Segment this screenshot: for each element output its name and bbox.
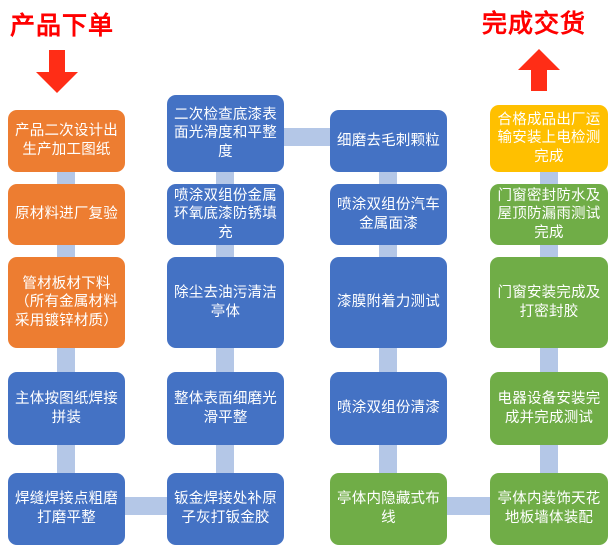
process-node-degrease-clean[interactable]: 除尘去油污清洁亭体 bbox=[167, 257, 284, 348]
connector-c1-r1-r2 bbox=[57, 172, 75, 184]
process-node-primer-surface-recheck[interactable]: 二次检查底漆表面光滑度和平整度 bbox=[167, 95, 284, 172]
node-label: 产品二次设计出生产加工图纸 bbox=[15, 123, 118, 158]
connector-c4-r4-r5 bbox=[540, 445, 558, 473]
node-label: 钣金焊接处补原子灰打钣金胶 bbox=[174, 491, 277, 526]
node-label: 亭体内隐藏式布线 bbox=[337, 491, 440, 526]
process-node-automotive-topcoat-spray[interactable]: 喷涂双组份汽车金属面漆 bbox=[330, 184, 447, 245]
process-node-weld-seam-grinding[interactable]: 焊缝焊接点粗磨打磨平整 bbox=[8, 473, 125, 545]
end-heading: 完成交货 bbox=[482, 10, 587, 38]
node-label: 细磨去毛刺颗粒 bbox=[337, 132, 440, 149]
connector-c3-r1-r2 bbox=[379, 172, 397, 184]
process-node-fine-surface-grinding[interactable]: 整体表面细磨光滑平整 bbox=[167, 372, 284, 445]
connector-c1-r2-r3 bbox=[57, 245, 75, 257]
connector-c3-r3-r4 bbox=[379, 348, 397, 372]
process-node-electrical-install-test[interactable]: 电器设备安装完成并完成测试 bbox=[490, 372, 608, 445]
node-label: 焊缝焊接点粗磨打磨平整 bbox=[15, 491, 118, 526]
connector-c3-r4-r5 bbox=[379, 445, 397, 473]
node-label: 喷涂双组份金属环氧底漆防锈填充 bbox=[174, 187, 277, 241]
process-node-clear-coat-spray[interactable]: 喷涂双组份清漆 bbox=[330, 372, 447, 445]
node-label: 门窗安装完成及打密封胶 bbox=[497, 284, 601, 320]
process-node-concealed-wiring[interactable]: 亭体内隐藏式布线 bbox=[330, 473, 447, 545]
process-node-deburr-fine-grinding[interactable]: 细磨去毛刺颗粒 bbox=[330, 110, 447, 172]
node-label: 整体表面细磨光滑平整 bbox=[174, 390, 277, 426]
connector-c2-r3-r4 bbox=[216, 348, 234, 372]
connector-c4-r1-r2 bbox=[540, 172, 558, 184]
node-label: 喷涂双组份汽车金属面漆 bbox=[337, 196, 440, 232]
node-label: 电器设备安装完成并完成测试 bbox=[497, 390, 601, 426]
start-heading: 产品下单 bbox=[10, 12, 115, 40]
process-node-interior-decoration[interactable]: 亭体内装饰天花地板墙体装配 bbox=[490, 473, 608, 545]
process-node-paint-adhesion-test[interactable]: 漆膜附着力测试 bbox=[330, 257, 447, 348]
connector-c1-c2 bbox=[123, 497, 169, 515]
connector-c1-r4-r5 bbox=[57, 445, 75, 473]
node-label: 管材板材下料（所有金属材料采用镀锌材质） bbox=[15, 275, 118, 329]
connector-c1-r3-r4 bbox=[57, 348, 75, 372]
node-label: 原材料进厂复验 bbox=[15, 206, 118, 223]
process-node-window-install-sealant[interactable]: 门窗安装完成及打密封胶 bbox=[490, 257, 608, 348]
process-node-raw-material-inspection[interactable]: 原材料进厂复验 bbox=[8, 184, 125, 245]
connector-c2-r2-r3 bbox=[216, 245, 234, 257]
connector-c3-r2-r3 bbox=[379, 245, 397, 257]
connector-c2-c3 bbox=[283, 128, 331, 146]
arrow-down-icon bbox=[34, 50, 80, 94]
node-label: 合格成品出厂运输安装上电检测完成 bbox=[497, 111, 601, 165]
process-node-waterproof-test[interactable]: 门窗密封防水及屋顶防漏雨测试完成 bbox=[490, 184, 608, 245]
connector-c2-r1-r2 bbox=[216, 172, 234, 184]
node-label: 漆膜附着力测试 bbox=[337, 294, 440, 311]
connector-c3-c4 bbox=[446, 497, 492, 515]
process-node-delivery-power-test[interactable]: 合格成品出厂运输安装上电检测完成 bbox=[490, 105, 608, 172]
connector-c4-r2-r3 bbox=[540, 245, 558, 257]
process-node-sheet-metal-putty[interactable]: 钣金焊接处补原子灰打钣金胶 bbox=[167, 473, 284, 545]
node-label: 亭体内装饰天花地板墙体装配 bbox=[497, 491, 601, 526]
node-label: 除尘去油污清洁亭体 bbox=[174, 284, 277, 320]
process-node-material-cutting[interactable]: 管材板材下料（所有金属材料采用镀锌材质） bbox=[8, 257, 125, 348]
node-label: 门窗密封防水及屋顶防漏雨测试完成 bbox=[497, 187, 601, 241]
node-label: 喷涂双组份清漆 bbox=[337, 400, 440, 417]
process-node-main-body-welding[interactable]: 主体按图纸焊接拼装 bbox=[8, 372, 125, 445]
connector-c4-r3-r4 bbox=[540, 348, 558, 372]
node-label: 主体按图纸焊接拼装 bbox=[15, 390, 118, 426]
process-node-product-second-design[interactable]: 产品二次设计出生产加工图纸 bbox=[8, 110, 125, 172]
connector-c2-r4-r5 bbox=[216, 445, 234, 473]
process-node-epoxy-primer-spray[interactable]: 喷涂双组份金属环氧底漆防锈填充 bbox=[167, 184, 284, 245]
node-label: 二次检查底漆表面光滑度和平整度 bbox=[174, 106, 277, 160]
arrow-up-icon bbox=[516, 48, 562, 92]
